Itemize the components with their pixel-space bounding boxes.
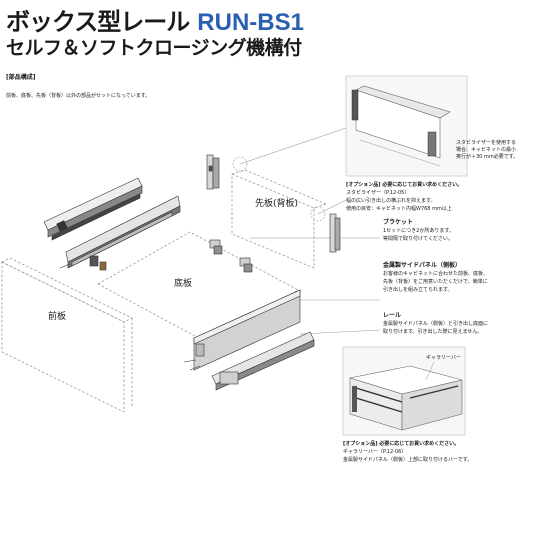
bracket-line: 等間隔で取り付けてください。: [383, 236, 453, 242]
rail-right: [183, 331, 315, 391]
middle-bracket-2: [239, 257, 253, 273]
gallery-option-header: [オプション品] 必要に応じてお買い求めください。: [343, 441, 460, 447]
leader-line-stabilizer-bottom: [317, 199, 347, 215]
bottom-panel-label: 底板: [174, 279, 193, 289]
stabilizer-note-line: スタビライザーを使用する: [456, 140, 517, 146]
stabilizer-option-line: 使用の目安：キャビネット内幅W768 mm以上: [346, 206, 452, 212]
stabilizer-note: スタビライザーを使用する 場合、キャビネットの最小 奥行が＋30 mm必要です。: [456, 140, 518, 161]
stabilizer-option-line: スタビライザー（P.12-05）: [346, 190, 410, 196]
stabilizer-option: [オプション品] 必要に応じてお買い求めください。 スタビライザー（P.12-0…: [346, 181, 462, 213]
rail-line: 取り付けます。引き出した際に見えません。: [383, 329, 483, 335]
side-panel-description: 金属製サイドパネル（側板） お客様のキャビネットに合わせた前板、底板、 先板（背…: [383, 262, 488, 294]
gallery-option-line: 金属製サイドパネル（側板）上部に取り付けるバーです。: [343, 457, 473, 463]
leader-line-rail: [299, 329, 381, 335]
section-label: [部品構成]: [6, 74, 36, 81]
side-panel-title: 金属製サイドパネル（側板）: [383, 262, 462, 269]
stabilizer-note-line: 場合、キャビネットの最小: [456, 147, 517, 153]
rail-description: レール 金属製サイドパネル（側板）と引き出し底面に 取り付けます。引き出した際に…: [383, 312, 488, 336]
gallery-inset-drawing: [342, 346, 466, 436]
intro-text: 前板、底板、先板（背板）以外の部品がセットになっています。: [6, 93, 151, 99]
back-bracket-left: [206, 154, 220, 190]
detail-circle-2: [310, 206, 326, 222]
bracket-title: ブラケット: [383, 219, 414, 226]
side-panel-line: 先板（背板）をご用意いただくだけで、簡単に: [383, 279, 488, 285]
stabilizer-note-line: 奥行が＋30 mm必要です。: [456, 154, 519, 160]
back-panel-outline: [231, 169, 327, 269]
gallery-option-line: ギャラリーバー（P.12-06）: [343, 449, 407, 455]
front-panel-label: 前板: [48, 312, 67, 322]
rail-left: [43, 177, 143, 241]
bracket-description: ブラケット 1セットにつき2か所あります。 等間隔で取り付けてください。: [383, 219, 454, 243]
side-panel-right: [193, 289, 301, 371]
stabilizer-inset-drawing: [345, 75, 468, 177]
page-title: ボックス型レール RUN-BS1: [6, 2, 304, 37]
gallery-option: [オプション品] 必要に応じてお買い求めください。 ギャラリーバー（P.12-0…: [343, 440, 472, 464]
side-panel-line: 引き出しを組み立てられます。: [383, 287, 453, 293]
stabilizer-option-header: [オプション品] 必要に応じてお買い求めください。: [346, 182, 463, 188]
side-panel-line: お客様のキャビネットに合わせた前板、底板、: [383, 271, 489, 277]
stabilizer-option-line: 幅の広い引き出しの横ぶれを抑えます。: [346, 198, 436, 204]
page-subtitle: セルフ＆ソフトクロージング機構付: [6, 37, 302, 59]
back-panel-label: 先板(背板): [255, 199, 299, 209]
back-bracket-right: [329, 213, 341, 253]
rail-title: レール: [383, 312, 402, 319]
side-panel-left: [59, 195, 181, 271]
bottom-panel-outline: [97, 231, 299, 343]
middle-bracket-1: [209, 239, 223, 255]
detail-circle-1: [232, 156, 248, 172]
leader-line-stabilizer-top: [239, 127, 347, 165]
gallery-bar-label: ギャラリーバー: [426, 355, 461, 361]
title-main-text: ボックス型レール: [6, 8, 190, 36]
rail-line: 金属製サイドパネル（側板）と引き出し底面に: [383, 321, 489, 327]
bracket-line: 1セットにつき2か所あります。: [383, 228, 454, 234]
product-code: RUN-BS1: [197, 9, 304, 36]
